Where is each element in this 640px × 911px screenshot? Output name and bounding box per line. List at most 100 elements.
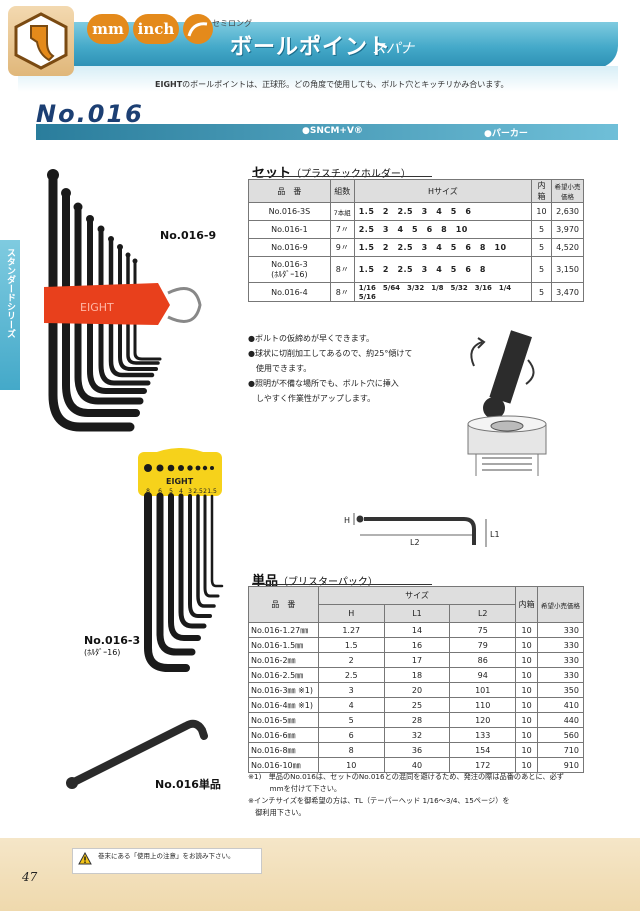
cell-sizes: 1.5 2 2.5 3 4 5 6 8	[353, 256, 533, 283]
holder-size-label: 2.5	[193, 488, 203, 495]
cell-price: 350	[537, 682, 584, 698]
page-subtitle: スパナ	[372, 41, 414, 57]
semi-long-badge	[183, 14, 213, 44]
cell-part-number: No.016-3(ﾎﾙﾀﾞｰ16)	[248, 256, 331, 283]
cell-l1: 28	[383, 712, 451, 728]
cell-h: 6	[317, 727, 385, 743]
set-section-title: セット（プラスチックホルダー）	[252, 162, 592, 181]
cell-sizes: 1.5 2 2.5 3 4 5 6	[353, 202, 533, 221]
cell-box: 10	[515, 712, 539, 728]
holder-size-label: 1.5	[207, 488, 217, 495]
feature-item: ●照明が不備な場所でも、ボルト穴に挿入	[248, 379, 399, 388]
col-price: 希望小売価格	[537, 586, 584, 623]
cell-box: 10	[515, 622, 539, 638]
footnote-line: ※インチサイズを御希望の方は、TL（テーパーヘッド 1/16〜3/4、15ページ…	[248, 796, 510, 805]
cell-l2: 110	[449, 697, 517, 713]
single-table-header: 品 番 サイズ 内箱 希望小売価格	[248, 586, 584, 623]
cell-count: 9〃	[329, 238, 355, 257]
cell-part-number-sub: (ﾎﾙﾀﾞｰ16)	[271, 269, 308, 279]
cell-box: 5	[531, 238, 552, 257]
cell-part-number-main: No.016-3	[271, 259, 308, 269]
mm-badge: mm	[87, 14, 129, 44]
single-title: 単品	[252, 574, 279, 589]
feature-item: 使用できます。	[248, 364, 312, 373]
cell-part-number: No.016-3㎜ ※1)	[248, 682, 319, 698]
set-title-rule	[252, 176, 432, 177]
finish-label: ●パーカー	[484, 129, 528, 139]
footnotes: ※1) 単品のNo.016は、セットのNo.016との混同を避けるため、発注の際…	[248, 771, 588, 819]
cell-sizes: 2.5 3 4 5 6 8 10	[353, 220, 533, 239]
dim-h-label: H	[344, 516, 350, 525]
cell-l1: 20	[383, 682, 451, 698]
semi-long-label: セミロング	[212, 19, 252, 28]
material-label: ●SNCM+V®	[302, 126, 363, 136]
cell-price: 330	[537, 667, 584, 683]
table-row: No.016-3S 7本組 1.5 2 2.5 3 4 5 6 10 2,630	[248, 202, 585, 221]
footnote-line: mmを付けて下さい。	[248, 784, 342, 793]
col-price: 希望小売価格	[550, 179, 585, 203]
cell-l1: 17	[383, 652, 451, 668]
cell-price: 410	[537, 697, 584, 713]
cell-l2: 94	[449, 667, 517, 683]
set-016-9-image: EIGHT	[44, 169, 202, 432]
set-016-3-image: EIGHT 8 6 5 4 3 2.5 2 1.5	[138, 448, 224, 672]
table-row: No.016-3(ﾎﾙﾀﾞｰ16) 8〃 1.5 2 2.5 3 4 5 6 8…	[248, 256, 585, 283]
cell-box: 10	[515, 637, 539, 653]
col-part-number: 品 番	[248, 586, 319, 623]
page-number: 47	[22, 870, 38, 884]
footnote-line: ※1) 単品のNo.016は、セットのNo.016との混同を避けるため、発注の際…	[248, 772, 564, 781]
col-box: 内箱	[515, 586, 539, 623]
cell-box: 10	[531, 202, 552, 221]
footnote-line: 御利用下さい。	[248, 808, 306, 817]
cell-price: 910	[537, 757, 584, 773]
cell-h: 1.27	[317, 622, 385, 638]
cell-h: 3	[317, 682, 385, 698]
cell-part-number: No.016-1	[248, 220, 331, 239]
holder-size-label: 6	[158, 488, 162, 495]
cell-box: 10	[515, 682, 539, 698]
set-subtitle: （プラスチックホルダー）	[291, 169, 411, 180]
cell-box: 10	[515, 652, 539, 668]
cell-box: 10	[515, 667, 539, 683]
holder-yellow-brand: EIGHT	[166, 477, 194, 486]
description-text: のボールポイントは、正球形。どの角度で使用しても、ボルト穴とキッチリかみ合います…	[182, 80, 509, 89]
set-table: 品 番 組数 Hサイズ 内箱 希望小売価格 No.016-3S 7本組 1.5 …	[248, 179, 585, 302]
table-row: No.016-9 9〃 1.5 2 2.5 3 4 5 6 8 10 5 4,5…	[248, 238, 585, 257]
cell-part-number: No.016-2.5㎜	[248, 667, 319, 683]
cell-price: 440	[537, 712, 584, 728]
cell-part-number: No.016-3S	[248, 202, 331, 221]
single-subtitle: （ブリスターパック）	[278, 577, 378, 588]
cell-box: 10	[515, 727, 539, 743]
cell-price: 330	[537, 637, 584, 653]
single-section-title: 単品（ブリスターパック）	[252, 570, 592, 589]
single-table-subheader: H L1 L2	[249, 604, 584, 623]
cell-price: 560	[537, 727, 584, 743]
table-row: No.016-1 7〃 2.5 3 4 5 6 8 10 5 3,970	[248, 220, 585, 239]
col-l2: L2	[449, 604, 517, 623]
col-h-size: Hサイズ	[353, 179, 533, 203]
cell-l1: 18	[383, 667, 451, 683]
cell-part-number: No.016-6㎜	[248, 727, 319, 743]
cell-l2: 86	[449, 652, 517, 668]
warning-box	[72, 848, 262, 874]
col-h: H	[317, 604, 385, 623]
holder-size-label: 5	[169, 488, 173, 495]
cell-part-number: No.016-1.5㎜	[248, 637, 319, 653]
holder-size-label: 2	[203, 488, 207, 495]
set-016-3-label: No.016-3(ﾎﾙﾀﾞｰ16)	[84, 634, 140, 658]
table-row: No.016-4 8〃 1/16 5/64 3/32 1/8 5/32 3/16…	[248, 282, 585, 302]
feature-list: ●ボルトの仮締めが早くできます。 ●球状に切削加工してあるので、約25°傾けて …	[248, 331, 468, 406]
holder-size-label: 8	[146, 488, 150, 495]
feature-item: ●球状に切削加工してあるので、約25°傾けて	[248, 349, 413, 358]
cell-part-number: No.016-4㎜ ※1)	[248, 697, 319, 713]
cell-part-number: No.016-10㎜	[248, 757, 319, 773]
set-016-3-number: No.016-3	[84, 634, 141, 647]
holder-size-label: 3	[188, 488, 192, 495]
cell-part-number: No.016-9	[248, 238, 331, 257]
